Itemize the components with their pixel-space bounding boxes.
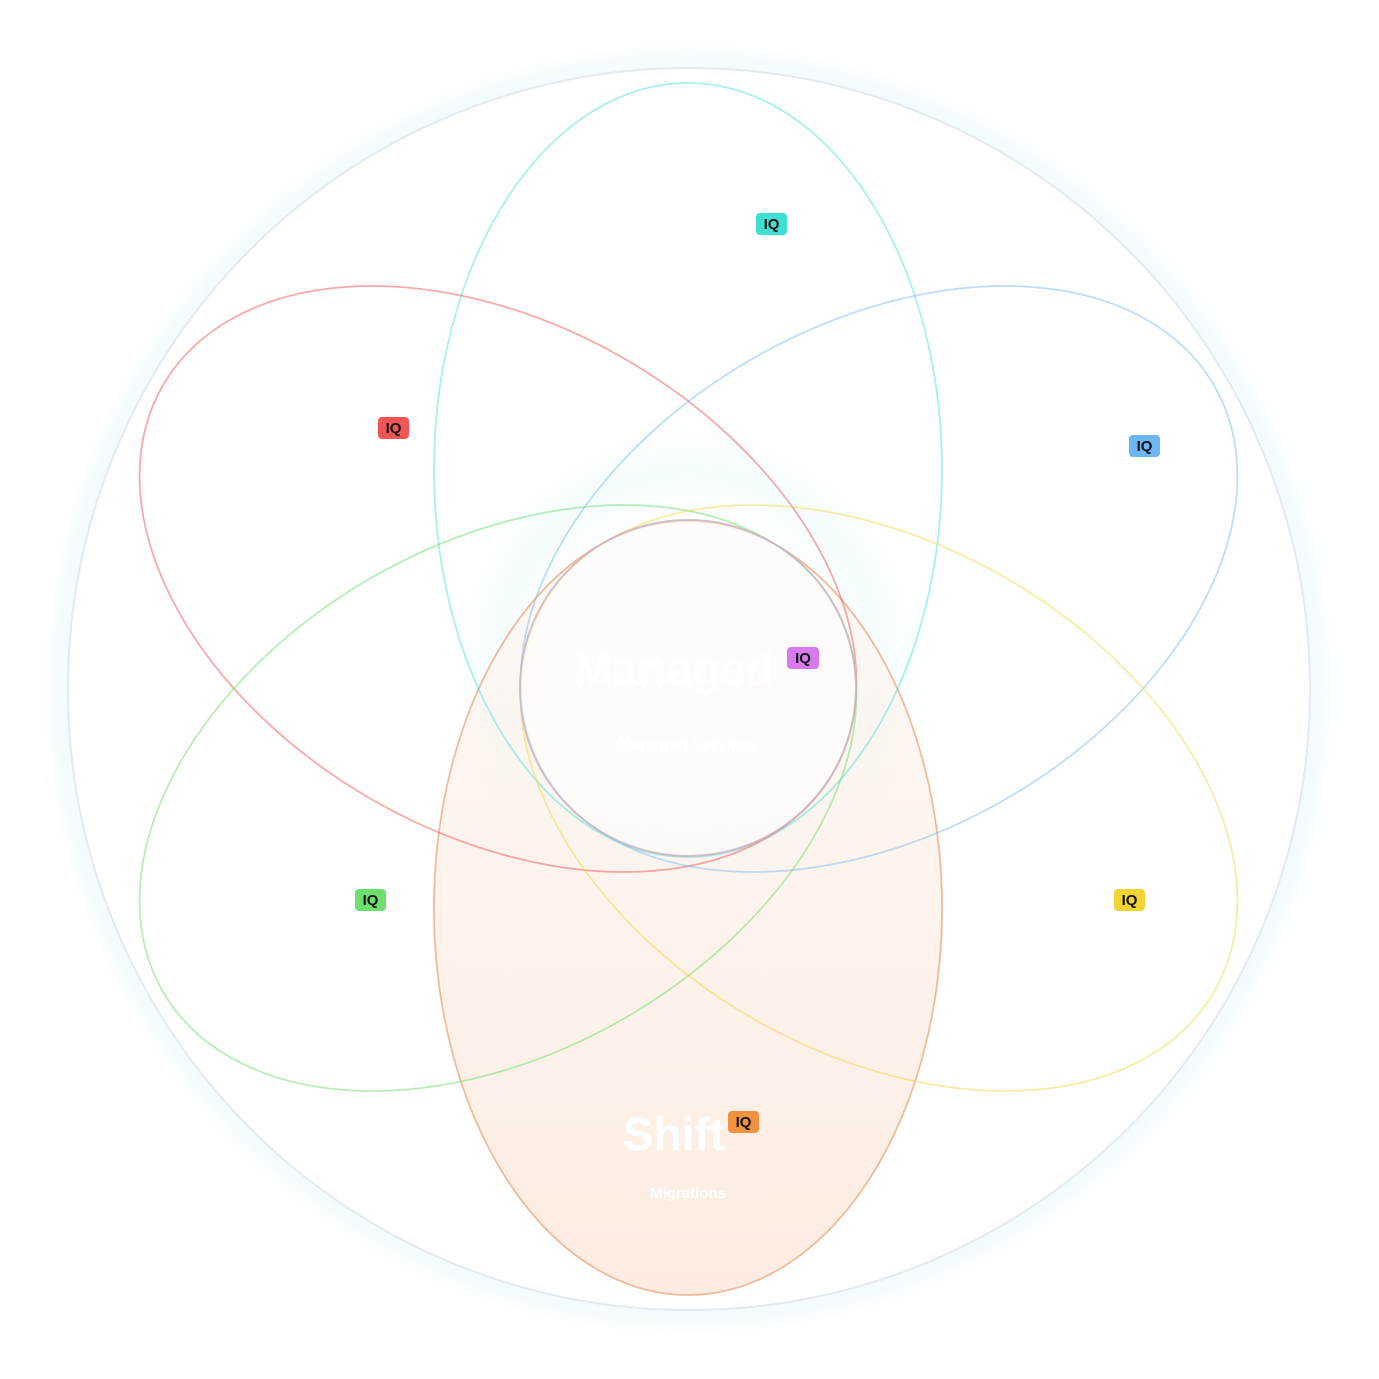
svg-text:IQ: IQ bbox=[1122, 892, 1138, 909]
svg-text:IQ: IQ bbox=[363, 892, 379, 909]
iq-badge-yellow: IQ bbox=[1114, 889, 1145, 911]
svg-text:IQ: IQ bbox=[764, 216, 780, 233]
center-subtitle: Managed Services bbox=[618, 737, 758, 754]
iq-badge-purple: IQ bbox=[787, 647, 819, 669]
center-title: Managed bbox=[574, 643, 773, 695]
svg-text:IQ: IQ bbox=[795, 650, 811, 667]
iq-badge-green: IQ bbox=[355, 889, 386, 911]
iq-badge-cyan: IQ bbox=[756, 213, 787, 235]
bottom-subtitle: Migrations bbox=[650, 1185, 726, 1202]
svg-text:IQ: IQ bbox=[386, 420, 402, 437]
iq-badge-red: IQ bbox=[378, 417, 409, 439]
iq-badge-blue: IQ bbox=[1129, 435, 1160, 457]
bottom-title: Shift bbox=[623, 1108, 725, 1160]
svg-text:IQ: IQ bbox=[1137, 438, 1153, 455]
center-circle bbox=[519, 519, 857, 857]
iq-badge-orange: IQ bbox=[728, 1111, 759, 1133]
svg-text:IQ: IQ bbox=[736, 1114, 752, 1131]
